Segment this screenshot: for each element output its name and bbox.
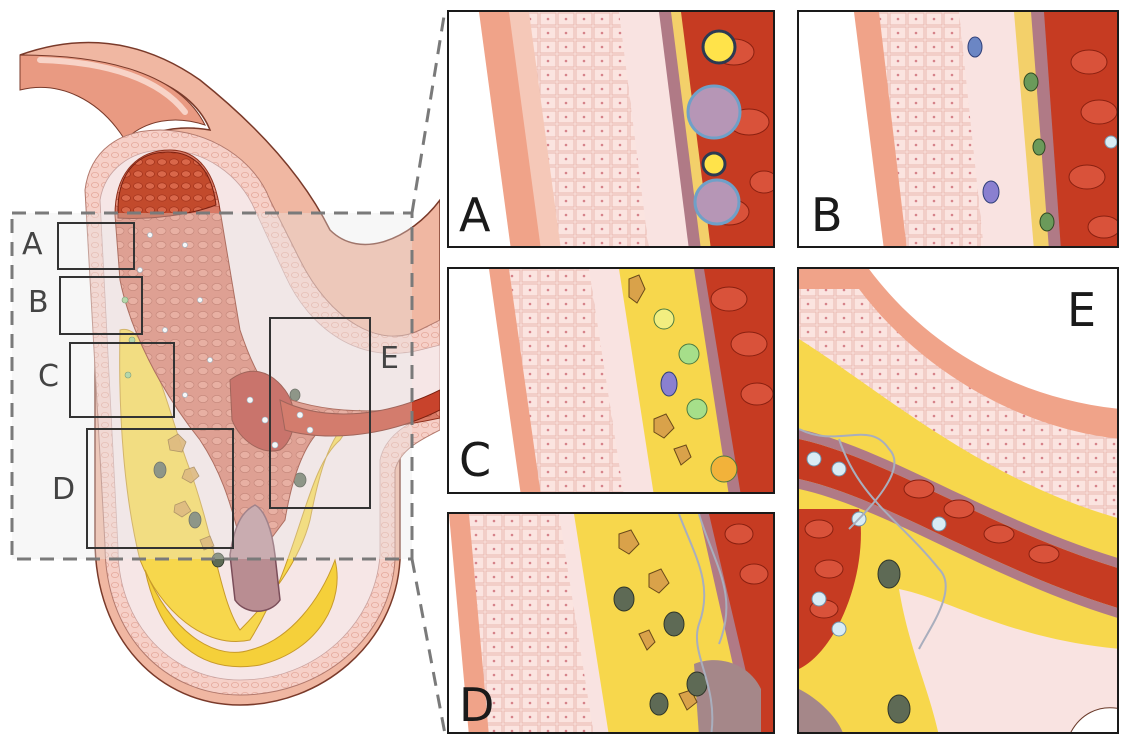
panel-a-label: A [459,192,490,238]
artery-overview [0,0,440,734]
zone-label-a: A [22,230,43,260]
zone-label-e: E [380,344,399,374]
panel-a: A [447,10,775,248]
panel-c: C [447,267,775,494]
panel-e-label: E [1067,287,1096,333]
panel-c-label: C [459,437,491,483]
zone-label-d: D [52,475,75,505]
panel-b-label: B [811,192,843,238]
panel-b: B [797,10,1119,248]
panel-e: E [797,267,1119,734]
zone-label-b: B [28,288,49,318]
panel-d-label: D [459,682,494,728]
panel-d: D [447,512,775,734]
zone-label-c: C [38,362,59,392]
